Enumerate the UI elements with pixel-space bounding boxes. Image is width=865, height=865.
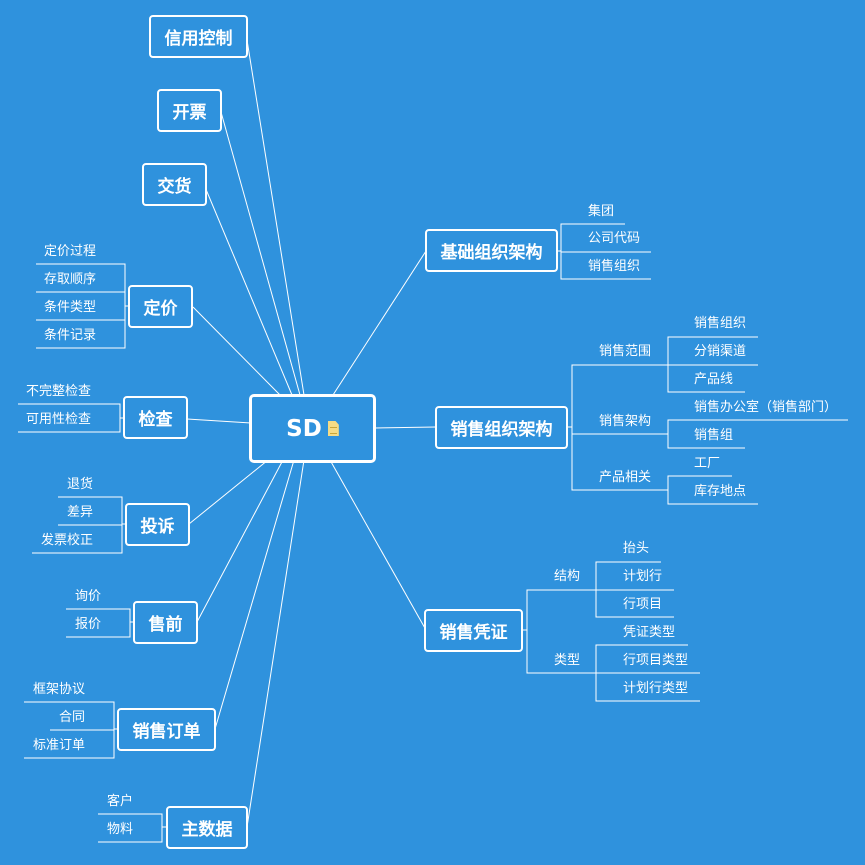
leaf-incompletion-check[interactable]: 不完整检查: [26, 384, 92, 399]
leaf-storage-location[interactable]: 库存地点: [694, 484, 747, 499]
node-pricing-label: 定价: [143, 299, 178, 319]
leaf-difference[interactable]: 差异: [67, 505, 94, 520]
node-master-data-label: 主数据: [181, 820, 233, 840]
node-master-data[interactable]: 主数据: [166, 806, 248, 849]
node-delivery[interactable]: 交货: [142, 163, 207, 206]
leaf-company-code[interactable]: 公司代码: [588, 231, 641, 246]
node-sales-doc[interactable]: 销售凭证: [424, 609, 523, 652]
leaf-access-sequence[interactable]: 存取顺序: [44, 272, 97, 287]
leaf-sales-group[interactable]: 销售组: [694, 428, 734, 443]
leaf-invoice-correction[interactable]: 发票校正: [41, 533, 94, 548]
node-sales-org-label: 销售组织架构: [450, 420, 553, 440]
root-label: SD: [286, 415, 322, 442]
root-node-sd[interactable]: SD: [249, 394, 376, 463]
leaf-condition-type[interactable]: 条件类型: [44, 300, 97, 315]
leaf-pricing-procedure[interactable]: 定价过程: [44, 244, 97, 259]
node-base-org[interactable]: 基础组织架构: [425, 229, 558, 272]
node-sales-org[interactable]: 销售组织架构: [435, 406, 568, 449]
leaf-standard-order[interactable]: 标准订单: [33, 738, 86, 753]
node-invoicing-label: 开票: [172, 103, 207, 123]
node-complaint[interactable]: 投诉: [125, 503, 190, 546]
leaf-customer[interactable]: 客户: [107, 794, 134, 809]
leaf-inquiry[interactable]: 询价: [75, 589, 102, 604]
leaf-item[interactable]: 行项目: [623, 597, 663, 612]
document-icon: [327, 421, 339, 436]
leaf-availability-check[interactable]: 可用性检查: [26, 412, 92, 427]
leaf-division[interactable]: 产品线: [694, 372, 734, 387]
leaf-document-type[interactable]: 凭证类型: [623, 625, 676, 640]
leaf-group[interactable]: 集团: [588, 204, 615, 219]
group-type[interactable]: 类型: [554, 653, 581, 668]
node-complaint-label: 投诉: [140, 517, 175, 537]
leaf-distribution-channel[interactable]: 分销渠道: [694, 344, 747, 359]
leaf-item-category[interactable]: 行项目类型: [623, 653, 689, 668]
node-check-label: 检查: [138, 410, 173, 430]
leaf-sales-area-sales-org[interactable]: 销售组织: [694, 316, 747, 331]
node-sales-order-label: 销售订单: [132, 722, 201, 742]
leaf-returns[interactable]: 退货: [67, 477, 94, 492]
node-presales[interactable]: 售前: [133, 601, 198, 644]
leaf-framework-agreement[interactable]: 框架协议: [33, 682, 86, 697]
leaf-plant[interactable]: 工厂: [694, 456, 721, 471]
leaf-sales-office[interactable]: 销售办公室（销售部门）: [694, 400, 838, 415]
group-sales-area[interactable]: 销售范围: [599, 344, 652, 359]
node-credit-control-label: 信用控制: [164, 29, 233, 49]
node-delivery-label: 交货: [157, 177, 192, 197]
leaf-quotation[interactable]: 报价: [75, 617, 102, 632]
node-base-org-label: 基础组织架构: [440, 243, 543, 263]
leaf-contract[interactable]: 合同: [59, 710, 86, 725]
group-product-related[interactable]: 产品相关: [599, 470, 652, 485]
node-pricing[interactable]: 定价: [128, 285, 193, 328]
node-presales-label: 售前: [148, 615, 183, 635]
node-credit-control[interactable]: 信用控制: [149, 15, 248, 58]
group-structure[interactable]: 结构: [554, 569, 581, 584]
node-sales-doc-label: 销售凭证: [439, 623, 508, 643]
leaf-schedule-line[interactable]: 计划行: [623, 569, 663, 584]
leaf-condition-record[interactable]: 条件记录: [44, 328, 97, 343]
group-sales-structure[interactable]: 销售架构: [599, 414, 652, 429]
node-invoicing[interactable]: 开票: [157, 89, 222, 132]
node-sales-order[interactable]: 销售订单: [117, 708, 216, 751]
leaf-header[interactable]: 抬头: [623, 541, 650, 556]
node-check[interactable]: 检查: [123, 396, 188, 439]
leaf-sales-organization[interactable]: 销售组织: [588, 259, 641, 274]
leaf-material[interactable]: 物料: [107, 822, 134, 837]
leaf-schedule-line-category[interactable]: 计划行类型: [623, 681, 689, 696]
